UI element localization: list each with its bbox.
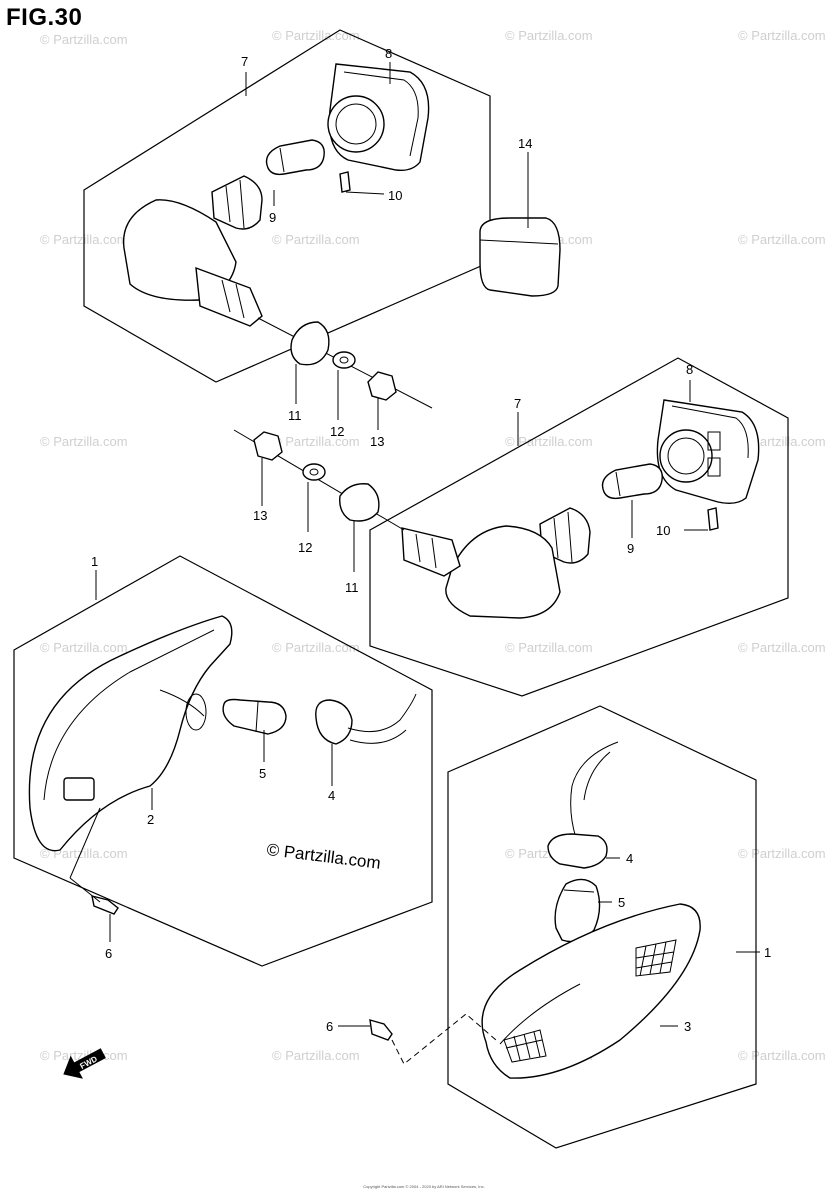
callout-12: 12 (330, 424, 344, 439)
bulb (601, 463, 663, 500)
callout-1: 1 (764, 945, 771, 960)
assembly-frame (369, 357, 789, 697)
watermark: © Partzilla.com (505, 434, 593, 449)
leader-lines (95, 62, 760, 1027)
callout-8: 8 (385, 46, 392, 61)
watermark: © Partzilla.com (272, 1048, 360, 1063)
assembly-left-front-signal (13, 555, 433, 967)
callout-2: 2 (147, 812, 154, 827)
callout-4: 4 (328, 788, 335, 803)
watermark: © Partzilla.com (738, 434, 826, 449)
watermark: © Partzilla.com (738, 1048, 826, 1063)
watermark: © Partzilla.com (272, 434, 360, 449)
screw (339, 171, 351, 193)
watermark: © Partzilla.com (40, 846, 128, 861)
bulb (265, 139, 325, 176)
signal-stem (401, 527, 461, 577)
watermark: © Partzilla.com (738, 28, 826, 43)
watermark: © Partzilla.com (40, 640, 128, 655)
callout-5: 5 (259, 766, 266, 781)
watermark: © Partzilla.com (505, 28, 593, 43)
callout-4: 4 (626, 851, 633, 866)
nut (253, 431, 283, 461)
watermark: © Partzilla.com (272, 28, 360, 43)
screw (369, 1019, 393, 1041)
signal-body (445, 525, 561, 619)
screw (707, 507, 719, 531)
signal-stem (195, 266, 263, 327)
watermark: © Partzilla.com (738, 232, 826, 247)
assembly-right-front-signal (369, 705, 757, 1149)
washer (302, 463, 326, 481)
grommet (339, 483, 380, 522)
callout-9: 9 (627, 541, 634, 556)
callout-11: 11 (288, 408, 302, 423)
watermark: © Partzilla.com (40, 32, 128, 47)
watermark: © Partzilla.com (738, 846, 826, 861)
callout-5: 5 (618, 895, 625, 910)
callout-9: 9 (269, 210, 276, 225)
watermark: © Partzilla.com (272, 232, 360, 247)
wire (570, 741, 619, 839)
assembly-frame (447, 705, 757, 1149)
watermark: © Partzilla.com (738, 640, 826, 655)
callout-14: 14 (518, 136, 532, 151)
callout-10: 10 (656, 523, 670, 538)
wire (347, 693, 417, 733)
assembly-frame (13, 555, 433, 967)
footer-copyright: Copyright Partzilla.com © 2004 - 2020 by… (363, 1184, 485, 1189)
callout-12: 12 (298, 540, 312, 555)
watermark: © Partzilla.com (40, 434, 128, 449)
connector (63, 777, 95, 801)
callout-3: 3 (684, 1019, 691, 1034)
watermark: © Partzilla.com (272, 640, 360, 655)
callout-1: 1 (91, 554, 98, 569)
callout-13: 13 (370, 434, 384, 449)
washer (332, 351, 356, 369)
socket (547, 833, 608, 869)
callout-6: 6 (105, 946, 112, 961)
lens-grid (635, 939, 677, 977)
bulb (222, 698, 287, 735)
assembly-lower-turn-signal (233, 357, 789, 697)
socket (211, 175, 263, 230)
callout-13: 13 (253, 508, 267, 523)
callout-10: 10 (388, 188, 402, 203)
watermark: © Partzilla.com (40, 1048, 128, 1063)
lens-grid (503, 1029, 547, 1063)
figure-title: FIG.30 (6, 4, 83, 31)
watermark: © Partzilla.com (505, 640, 593, 655)
callout-8: 8 (686, 362, 693, 377)
nut (367, 371, 397, 401)
callout-11: 11 (345, 580, 359, 595)
callouts: 7 8 9 10 14 11 12 13 7 8 9 10 13 12 11 1… (91, 46, 771, 1034)
reflector-block (479, 217, 561, 297)
callout-7: 7 (241, 54, 248, 69)
grommet (290, 321, 330, 366)
socket (315, 699, 353, 745)
callout-6: 6 (326, 1019, 333, 1034)
callout-7: 7 (514, 396, 521, 411)
assembly-upper-turn-signal (83, 29, 561, 409)
